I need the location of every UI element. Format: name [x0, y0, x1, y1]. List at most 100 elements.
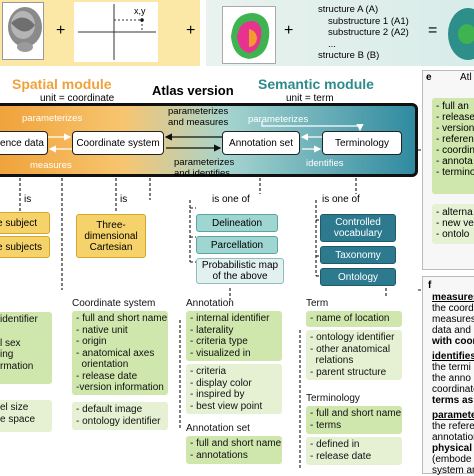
brain-section-image — [2, 2, 44, 60]
annotation-optional-card: - criteria - display color - inspired by… — [186, 364, 282, 414]
attr-line: rmation — [0, 360, 34, 372]
structure-list: structure A (A) substructure 1 (A1) subs… — [318, 4, 409, 62]
terminology-field: - full and short name — [310, 408, 402, 419]
term-optional-field: - other anatomical — [310, 343, 391, 355]
panel-f-line: the coord — [432, 303, 474, 314]
atlas-version-title: Atlas version — [152, 83, 234, 98]
ontology-box[interactable]: Ontology — [320, 268, 396, 286]
panel-f-frame — [422, 276, 474, 474]
terminology-card-title: Terminology — [306, 393, 360, 404]
panel-e-field: - referen — [436, 134, 474, 145]
term-optional-field: - parent structure — [310, 366, 387, 378]
panel-f-line: coordinate — [432, 384, 474, 395]
coordinate-field: -version information — [76, 382, 164, 393]
parcellation-box[interactable]: Parcellation — [196, 236, 278, 254]
multiple-subjects-box[interactable]: e subjects — [0, 236, 50, 258]
panel-f-line: the termi — [432, 362, 471, 373]
single-subject-box[interactable]: e subject — [0, 212, 50, 234]
is-label-1: is — [24, 194, 32, 205]
panel-f-line: paramete — [432, 410, 474, 421]
controlled-vocabulary-box[interactable]: Controlled vocabulary — [320, 214, 396, 242]
terminology-optional-field: - release date — [310, 450, 372, 462]
panel-e-optional-field: - alterna — [436, 207, 473, 218]
panel-f-line: measures — [432, 314, 474, 325]
coordinate-system-card-title: Coordinate system — [72, 298, 156, 309]
term-optional-card: - ontology identifier - other anatomical… — [306, 330, 402, 380]
panel-e-optional-card: - alterna - new ve - ontolo — [432, 204, 474, 244]
annotation-set-card: - full and short name - annotations — [186, 436, 282, 464]
probabilistic-map-box[interactable]: Probabilistic map of the above — [196, 258, 284, 284]
panel-f-letter: f — [428, 280, 432, 291]
terminology-box[interactable]: Terminology — [322, 131, 402, 155]
annotation-field: - laterality — [190, 324, 234, 336]
identifies-label: identifies — [306, 158, 344, 169]
annotation-optional-field: - display color — [190, 377, 252, 389]
equals-sign: = — [428, 22, 438, 39]
atlas-result-image — [448, 8, 474, 60]
panel-e-field: - annota — [436, 156, 473, 167]
panel-e-optional-field: - ontolo — [436, 229, 470, 240]
coordinate-field: - full and short name — [76, 313, 168, 324]
terminology-card: - full and short name - terms — [306, 406, 402, 434]
panel-e-card: - full an - release - version - referen … — [432, 98, 474, 194]
terminology-optional-card: - defined in - release date — [306, 437, 402, 465]
cartesian-box[interactable]: Three- dimensional Cartesian — [76, 214, 146, 258]
parameterizes-and-identifies-label: parameterizes and identifies — [174, 157, 235, 179]
coordinate-field: - origin — [76, 336, 107, 347]
panel-f-line: the anno — [432, 373, 471, 384]
panel-e-field: - coordin — [436, 145, 474, 156]
annotation-field: - criteria type — [190, 336, 248, 347]
annotation-card: - internal identifier - laterality - cri… — [186, 311, 282, 361]
main-row-arrows — [48, 121, 364, 153]
term-card-title: Term — [306, 298, 329, 309]
annotation-optional-field: - best view point — [190, 400, 263, 412]
coordinate-optional-field: - default image — [76, 404, 143, 415]
panel-f-line: data and — [432, 325, 471, 336]
panel-e-letter: e — [426, 72, 432, 83]
structure-list-item: structure B (B) — [318, 50, 380, 61]
panel-f-line: annotation — [432, 432, 474, 443]
parameterizes-label-1: parameterizes — [22, 113, 83, 124]
annotation-set-field: - full and short name — [190, 438, 282, 449]
plus-sign-3: + — [284, 22, 294, 39]
annotation-field: - internal identifier — [190, 313, 270, 324]
annotation-card-title: Annotation — [186, 298, 234, 309]
panel-f-text: measures the coord measures data and wit… — [432, 292, 474, 476]
parameterizes-and-measures-label: parameterizes and measures — [168, 106, 229, 128]
attr-line: e space — [0, 413, 36, 425]
coordinate-axes-graphic — [74, 2, 158, 62]
annotation-optional-field: - criteria — [190, 366, 227, 377]
reference-data-box[interactable]: ence data — [0, 131, 48, 155]
semantic-module-title: Semantic module — [258, 76, 374, 92]
is-one-of-label-1: is one of — [212, 194, 250, 205]
coordinate-field: - release date — [76, 370, 138, 382]
panel-f-line: with coor — [432, 336, 474, 347]
term-optional-field: relations — [310, 355, 354, 366]
panel-f-line: measures — [432, 292, 474, 303]
coordinate-field: orientation — [76, 359, 129, 370]
subject-optional-card: el size e space — [0, 400, 52, 432]
annotation-optional-field: - inspired by — [190, 389, 245, 400]
panel-e-optional-field: - new ve — [436, 218, 474, 229]
taxonomy-box[interactable]: Taxonomy — [320, 246, 396, 264]
coordinate-system-optional-card: - default image - ontology identifier — [72, 402, 168, 430]
panel-f-line: the refere — [432, 421, 474, 432]
panel-f-line: system an — [432, 465, 474, 476]
terminology-optional-field: - defined in — [310, 439, 360, 450]
coordinate-optional-field: - ontology identifier — [76, 415, 161, 427]
panel-e-field: - version — [436, 123, 474, 134]
panel-e-field: - termino — [436, 167, 474, 178]
coordinate-system-box[interactable]: Coordinate system — [72, 131, 164, 155]
delineation-box[interactable]: Delineation — [196, 214, 278, 232]
structure-list-item: substructure 1 (A1) — [328, 15, 409, 27]
terminology-field: - terms — [310, 419, 342, 431]
structure-list-item: substructure 2 (A2) — [328, 27, 409, 38]
plus-sign-1: + — [56, 22, 66, 39]
annotation-set-box[interactable]: Annotation set — [222, 131, 300, 155]
measures-label-1: measures — [30, 160, 72, 171]
panel-f-line: physical — [432, 443, 473, 454]
attr-line: identifier — [0, 314, 38, 325]
attr-line: el size — [0, 402, 29, 413]
semantic-unit-label: unit = term — [286, 93, 334, 104]
spatial-unit-label: unit = coordinate — [40, 93, 115, 104]
